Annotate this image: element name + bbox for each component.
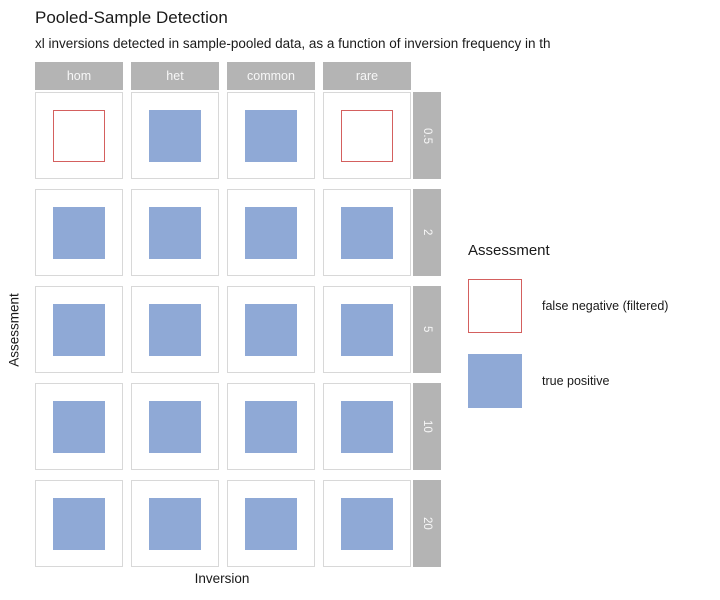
tile-mark [341, 109, 393, 162]
tile-mark [149, 206, 201, 259]
legend-title: Assessment [468, 242, 550, 259]
tile-mark [53, 400, 105, 453]
facet-panel [131, 286, 219, 373]
tile-mark [245, 400, 297, 453]
facet-panel [323, 189, 411, 276]
facet-panel [35, 383, 123, 470]
tile-mark [341, 206, 393, 259]
facet-panel [323, 92, 411, 179]
tile-mark [149, 303, 201, 356]
facet-strip-5: 5 [413, 286, 441, 373]
facet-column-strips: hom het common rare [35, 62, 441, 90]
legend-entry-false-negative: false negative (filtered) [468, 279, 668, 333]
facet-strip-2: 2 [413, 189, 441, 276]
legend-label: false negative (filtered) [542, 299, 669, 313]
facet-panel [323, 480, 411, 567]
facet-row-20: 20 [35, 480, 441, 567]
legend: Assessment false negative (filtered) tru… [468, 242, 668, 408]
legend-label: true positive [542, 374, 610, 388]
facet-panel [323, 286, 411, 373]
tile-mark [245, 303, 297, 356]
facet-panel [35, 480, 123, 567]
facet-strip-20: 20 [413, 480, 441, 567]
tile-mark [341, 400, 393, 453]
tile-mark [53, 303, 105, 356]
tile-mark [245, 497, 297, 550]
tile-mark [53, 497, 105, 550]
facet-row-10: 10 [35, 383, 441, 470]
chart-subtitle: xl inversions detected in sample-pooled … [35, 36, 551, 51]
facet-strip-het: het [131, 62, 219, 90]
legend-entry-true-positive: true positive [468, 354, 668, 408]
facet-panel [131, 189, 219, 276]
facet-panel [227, 480, 315, 567]
tile-mark [341, 497, 393, 550]
facet-strip-rare: rare [323, 62, 411, 90]
tile-mark [245, 109, 297, 162]
facet-panel [35, 92, 123, 179]
facet-strip-0.5: 0.5 [413, 92, 441, 179]
facet-panel [323, 383, 411, 470]
facet-row-5: 5 [35, 286, 441, 373]
x-axis-title: Inversion [194, 571, 250, 586]
facet-strip-common: common [227, 62, 315, 90]
facet-strip-hom: hom [35, 62, 123, 90]
legend-key-false-negative [468, 279, 522, 333]
facet-strip-10: 10 [413, 383, 441, 470]
y-axis-title: Assessment [6, 293, 22, 367]
facet-panel [227, 383, 315, 470]
tile-mark [245, 206, 297, 259]
tile-mark [53, 206, 105, 259]
facet-row-0.5: 0.5 [35, 92, 441, 179]
facet-panel [35, 286, 123, 373]
facet-panel [227, 92, 315, 179]
facet-panel [227, 286, 315, 373]
tile-mark [149, 400, 201, 453]
facet-grid: hom het common rare 0.5 2 5 [35, 62, 441, 567]
facet-row-2: 2 [35, 189, 441, 276]
chart-title: Pooled-Sample Detection [35, 8, 228, 27]
facet-panel [131, 92, 219, 179]
facet-panel [131, 383, 219, 470]
tile-mark [53, 109, 105, 162]
tile-mark [341, 303, 393, 356]
facet-panel [35, 189, 123, 276]
facet-panel [227, 189, 315, 276]
tile-mark [149, 497, 201, 550]
tile-mark [149, 109, 201, 162]
legend-key-true-positive [468, 354, 522, 408]
facet-panel [131, 480, 219, 567]
